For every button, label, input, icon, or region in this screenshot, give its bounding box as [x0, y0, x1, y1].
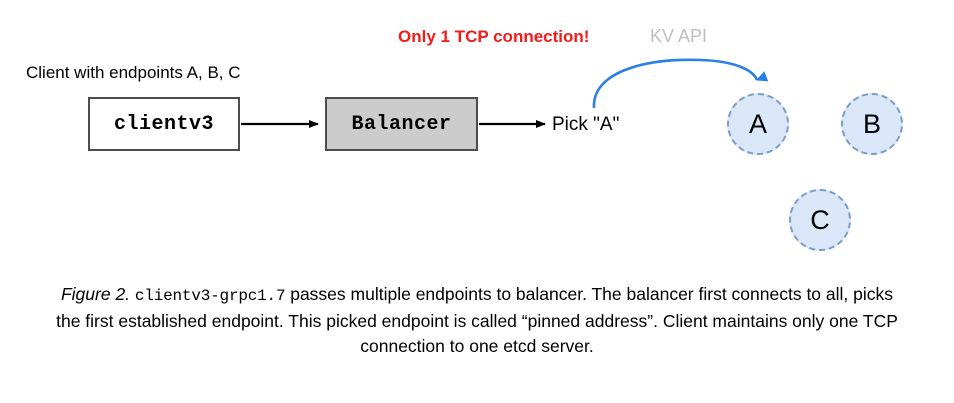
- endpoint-circle-b: B: [841, 93, 903, 155]
- caption-mono-code: clientv3-grpc1.7: [134, 287, 286, 305]
- arrow-kv-api-curve: [592, 58, 769, 109]
- client-endpoints-label: Client with endpoints A, B, C: [26, 63, 241, 82]
- diagram-area: Client with endpoints A, B, C Only 1 TCP…: [26, 26, 903, 251]
- endpoint-circle-a: A: [727, 93, 789, 155]
- node-box-balancer: Balancer: [325, 97, 478, 151]
- pick-a-label: Pick "A": [552, 114, 620, 135]
- figure-number: Figure 2.: [60, 284, 131, 304]
- node-box-clientv3: clientv3: [88, 97, 240, 151]
- endpoint-label-b: B: [862, 108, 881, 139]
- figure-caption: Figure 2. clientv3-grpc1.7 passes multip…: [50, 282, 904, 359]
- caption-body-text: passes multiple endpoints to balancer. T…: [56, 284, 898, 356]
- endpoint-circle-c: C: [789, 189, 851, 251]
- endpoint-label-a: A: [748, 108, 767, 139]
- node-box-clientv3-label: clientv3: [113, 112, 214, 136]
- node-box-balancer-label: Balancer: [351, 112, 452, 136]
- tcp-connection-warning-label: Only 1 TCP connection!: [398, 27, 590, 46]
- kv-api-label: KV API: [650, 26, 708, 46]
- endpoint-label-c: C: [810, 204, 830, 235]
